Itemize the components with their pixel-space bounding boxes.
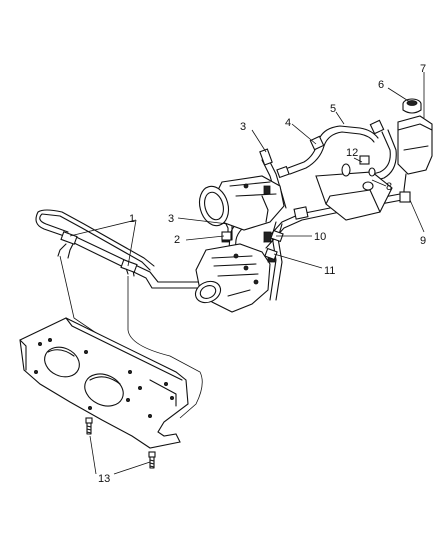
callout-9: 9: [420, 235, 426, 247]
callout-7: 7: [420, 63, 426, 75]
steering-gear: [194, 231, 276, 313]
fluid-reservoir: [397, 98, 433, 203]
callout-3-upper: 3: [240, 121, 246, 133]
callout-3-lower: 3: [168, 213, 174, 225]
callout-11: 11: [324, 265, 335, 277]
callout-8: 8: [386, 181, 392, 193]
callout-2: 2: [174, 234, 180, 246]
callout-5: 5: [330, 103, 336, 115]
power-steering-pump: [198, 175, 285, 231]
callout-13: 13: [98, 473, 110, 485]
callout-labels: 1 2 3 3 4 5 6 7 8 9 10 11 12 13: [98, 63, 426, 485]
callout-4: 4: [285, 117, 291, 129]
callout-1: 1: [129, 213, 135, 225]
cooler-line-loop: [35, 209, 206, 289]
callout-6: 6: [378, 79, 384, 91]
bolt-fasteners: [85, 417, 156, 469]
reservoir-bracket: [315, 163, 393, 221]
callout-12: 12: [346, 147, 358, 159]
mounting-bracket: [19, 317, 189, 449]
callout-10: 10: [314, 231, 326, 243]
leader-lines: [69, 72, 425, 475]
